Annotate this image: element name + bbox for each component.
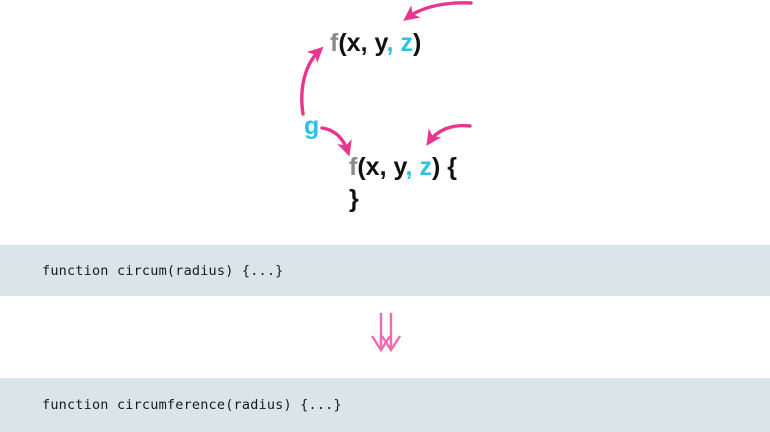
double-down-arrow-icon: [368, 310, 404, 358]
signature-top-param-y: y: [374, 29, 387, 57]
arrow-g-to-bottom-signature: [320, 126, 352, 157]
signature-bottom-open-brace: {: [440, 153, 457, 181]
label-g: g: [304, 112, 320, 140]
arrow-to-top-signature-right: [403, 1, 473, 21]
arrow-to-bottom-signature-right: [426, 123, 472, 146]
signature-bottom-param-z: z: [419, 153, 432, 181]
signature-bottom-param-y: y: [393, 153, 406, 181]
signature-top-comma-2: ,: [386, 29, 401, 57]
signature-bottom-open-paren: (: [357, 153, 366, 181]
signature-bottom-close-brace: }: [349, 185, 359, 213]
code-text-before: function circum(radius) {...}: [42, 262, 284, 279]
signature-top-function-name: f: [330, 29, 339, 57]
signature-top-comma-1: ,: [360, 29, 375, 57]
signature-bottom-comma-2: ,: [405, 153, 420, 181]
signature-bottom-close-paren: ): [431, 153, 441, 181]
signature-bottom: f(x, y, z) {: [349, 151, 457, 183]
signature-bottom-function-name: f: [349, 153, 358, 181]
signature-annotation-diagram: f(x, y, z) g f(x, y, z) { }: [300, 1, 473, 213]
signature-bottom-comma-1: ,: [379, 153, 394, 181]
signature-top-open-paren: (: [338, 29, 347, 57]
arrow-to-top-signature-left: [300, 46, 324, 116]
signature-top-close-paren: ): [412, 29, 422, 57]
code-band-after: function circumference(radius) {...}: [0, 378, 770, 432]
signature-top-param-z: z: [400, 29, 413, 57]
signature-top-param-x: x: [346, 29, 361, 57]
code-text-after: function circumference(radius) {...}: [42, 397, 342, 413]
signature-top: f(x, y, z): [330, 27, 421, 59]
signature-bottom-param-x: x: [365, 153, 380, 181]
code-band-before: function circum(radius) {...}: [0, 245, 770, 296]
